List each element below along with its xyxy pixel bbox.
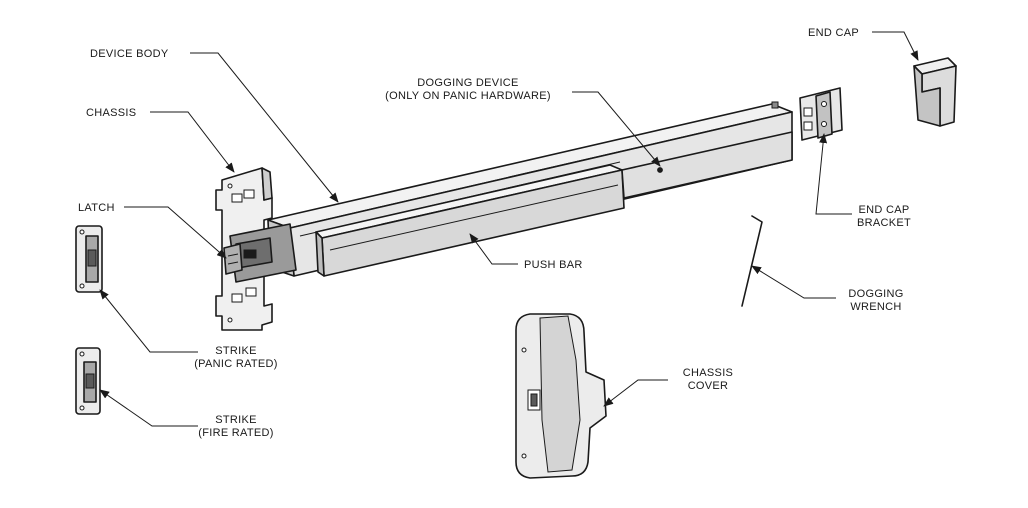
label-strike-panic-2: (PANIC RATED) bbox=[194, 358, 278, 370]
end-cap bbox=[913, 57, 957, 127]
label-dogging-device-1: DOGGING DEVICE bbox=[417, 77, 518, 89]
label-push-bar: PUSH BAR bbox=[524, 259, 583, 271]
label-dogging-wrench-2: WRENCH bbox=[850, 301, 901, 313]
label-end-cap: END CAP bbox=[808, 27, 859, 39]
label-dogging-wrench-1: DOGGING bbox=[848, 288, 903, 300]
leader-end-cap bbox=[872, 31, 919, 61]
end-cap-bracket bbox=[799, 87, 843, 141]
leader-end-cap-bracket bbox=[815, 133, 852, 215]
dogging-device bbox=[621, 131, 793, 209]
label-end-cap-bracket-2: BRACKET bbox=[857, 217, 911, 229]
dogging-wrench bbox=[741, 215, 763, 307]
leader-device-body bbox=[190, 52, 339, 203]
label-strike-panic-1: STRIKE bbox=[215, 345, 257, 357]
label-chassis: CHASSIS bbox=[86, 107, 136, 119]
chassis bbox=[215, 167, 297, 331]
chassis-cover bbox=[515, 313, 607, 479]
label-end-cap-bracket-1: END CAP bbox=[859, 204, 910, 216]
leader-push-bar bbox=[469, 233, 518, 265]
label-device-body: DEVICE BODY bbox=[90, 48, 169, 60]
leader-dogging-wrench bbox=[751, 265, 836, 299]
leader-latch bbox=[124, 206, 227, 259]
label-strike-fire-1: STRIKE bbox=[215, 414, 257, 426]
push-bar bbox=[315, 164, 625, 277]
label-strike-fire-2: (FIRE RATED) bbox=[198, 427, 274, 439]
strike-fire-rated bbox=[75, 347, 101, 415]
latch bbox=[223, 243, 243, 275]
leader-chassis bbox=[150, 111, 235, 173]
label-chassis-cover-2: COVER bbox=[688, 380, 729, 392]
label-latch: LATCH bbox=[78, 202, 115, 214]
leader-chassis-cover bbox=[603, 379, 668, 407]
label-chassis-cover-1: CHASSIS bbox=[683, 367, 733, 379]
dogging-hole bbox=[657, 167, 663, 173]
leader-strike-panic bbox=[99, 289, 198, 353]
label-dogging-device-2: (ONLY ON PANIC HARDWARE) bbox=[385, 90, 551, 102]
strike-panic-rated bbox=[75, 225, 103, 293]
leader-dogging-device bbox=[572, 91, 661, 167]
leader-strike-fire bbox=[99, 389, 198, 427]
